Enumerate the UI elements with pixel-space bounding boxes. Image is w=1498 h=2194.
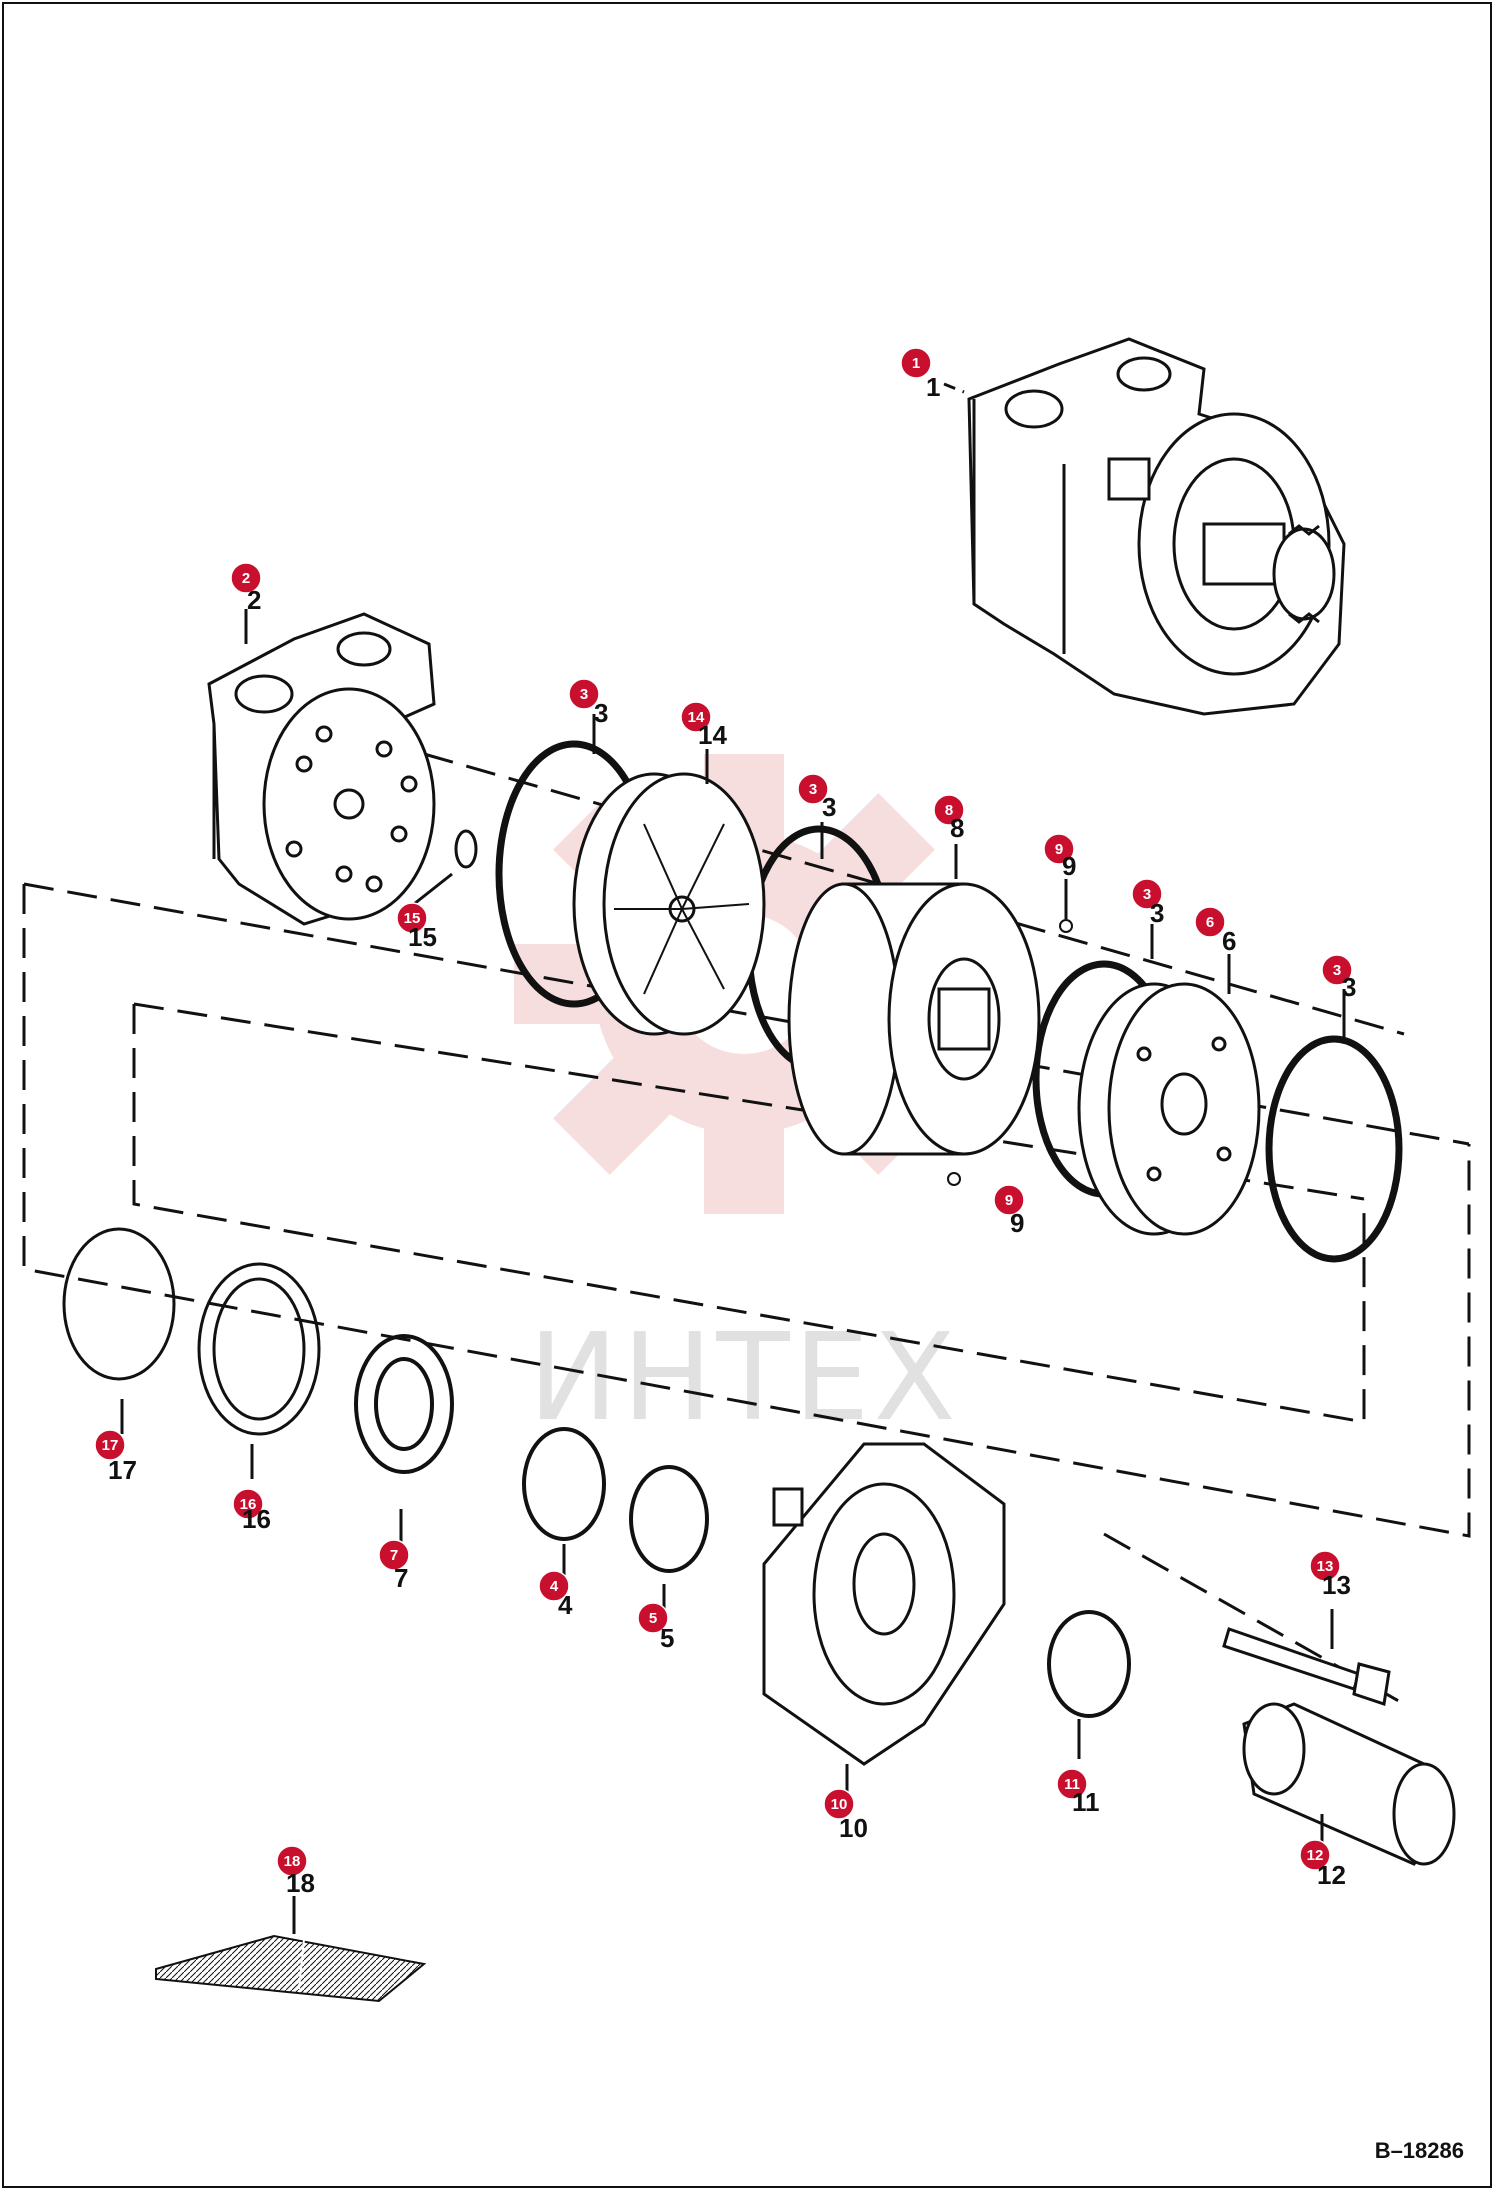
svg-text:3: 3 [1333,962,1341,979]
callout-8: 88 [933,794,965,843]
svg-text:9: 9 [1055,841,1063,858]
part-seal-kit-18 [155,1934,427,2003]
svg-text:3: 3 [809,781,817,798]
svg-text:2: 2 [247,585,261,615]
svg-text:3: 3 [580,686,588,703]
exploded-parts-diagram: ИНТЕХ [22,337,1471,2003]
svg-text:8: 8 [950,813,964,843]
svg-text:6: 6 [1206,914,1214,931]
svg-text:9: 9 [1005,1192,1013,1209]
svg-text:13: 13 [1317,1558,1334,1575]
svg-text:18: 18 [284,1853,301,1870]
svg-text:10: 10 [839,1813,868,1843]
svg-text:4: 4 [558,1590,573,1620]
callout-9b: 99 [993,1184,1025,1238]
watermark-text: ИНТЕХ [528,1309,959,1448]
svg-text:6: 6 [1222,926,1236,956]
callout-3a: 33 [568,678,608,728]
part-end-cap [207,612,436,926]
part-motor-assembly [967,337,1346,716]
svg-text:7: 7 [394,1563,408,1593]
svg-text:16: 16 [242,1504,271,1534]
svg-text:15: 15 [404,910,421,927]
callout-2: 22 [230,562,262,615]
svg-text:18: 18 [286,1868,315,1898]
callout-1: 11 [900,347,940,402]
svg-text:14: 14 [688,709,705,726]
callout-3c: 33 [1131,878,1164,928]
svg-text:17: 17 [102,1437,119,1454]
part-plate-6 [1077,982,1261,1236]
callout-4: 44 [538,1570,573,1620]
svg-text:16: 16 [240,1496,257,1513]
svg-text:12: 12 [1307,1847,1324,1864]
part-pins-9 [947,919,1073,1186]
part-shims [62,1227,321,1436]
svg-text:3: 3 [822,792,836,822]
part-bolt-13 [1222,1627,1391,1706]
svg-text:13: 13 [1322,1570,1351,1600]
part-flange-housing-10 [762,1442,1006,1766]
svg-text:1: 1 [926,372,940,402]
svg-text:3: 3 [1342,972,1356,1002]
svg-text:2: 2 [242,570,250,587]
part-washer-15 [454,829,478,869]
svg-text:3: 3 [594,698,608,728]
callout-6: 66 [1194,906,1236,956]
svg-text:12: 12 [1317,1860,1346,1890]
svg-text:14: 14 [698,720,727,750]
svg-text:17: 17 [108,1455,137,1485]
svg-text:3: 3 [1150,898,1164,928]
svg-text:8: 8 [945,802,953,819]
svg-text:1: 1 [912,355,920,372]
part-valve-plate-14 [572,772,766,1036]
leader-lines [120,382,1346,1934]
svg-text:5: 5 [660,1623,674,1653]
callout-7: 77 [378,1539,410,1593]
part-small-rings [354,1334,1131,1718]
svg-text:7: 7 [390,1547,398,1564]
svg-text:4: 4 [550,1578,559,1595]
callout-3d: 33 [1321,954,1356,1002]
svg-text:15: 15 [408,922,437,952]
svg-text:5: 5 [649,1610,657,1627]
part-shaft-12 [1242,1702,1456,1866]
svg-text:9: 9 [1010,1208,1024,1238]
callout-3b: 33 [797,773,836,822]
svg-text:3: 3 [1143,886,1151,903]
svg-text:11: 11 [1072,1787,1100,1817]
svg-text:11: 11 [1064,1776,1080,1793]
svg-text:9: 9 [1062,851,1076,881]
svg-text:10: 10 [831,1796,848,1813]
callout-5: 55 [637,1602,674,1653]
figure-reference-code: B–18286 [1374,2138,1464,2163]
part-gerotor-8 [787,882,1041,1156]
callout-9a: 99 [1043,833,1076,881]
